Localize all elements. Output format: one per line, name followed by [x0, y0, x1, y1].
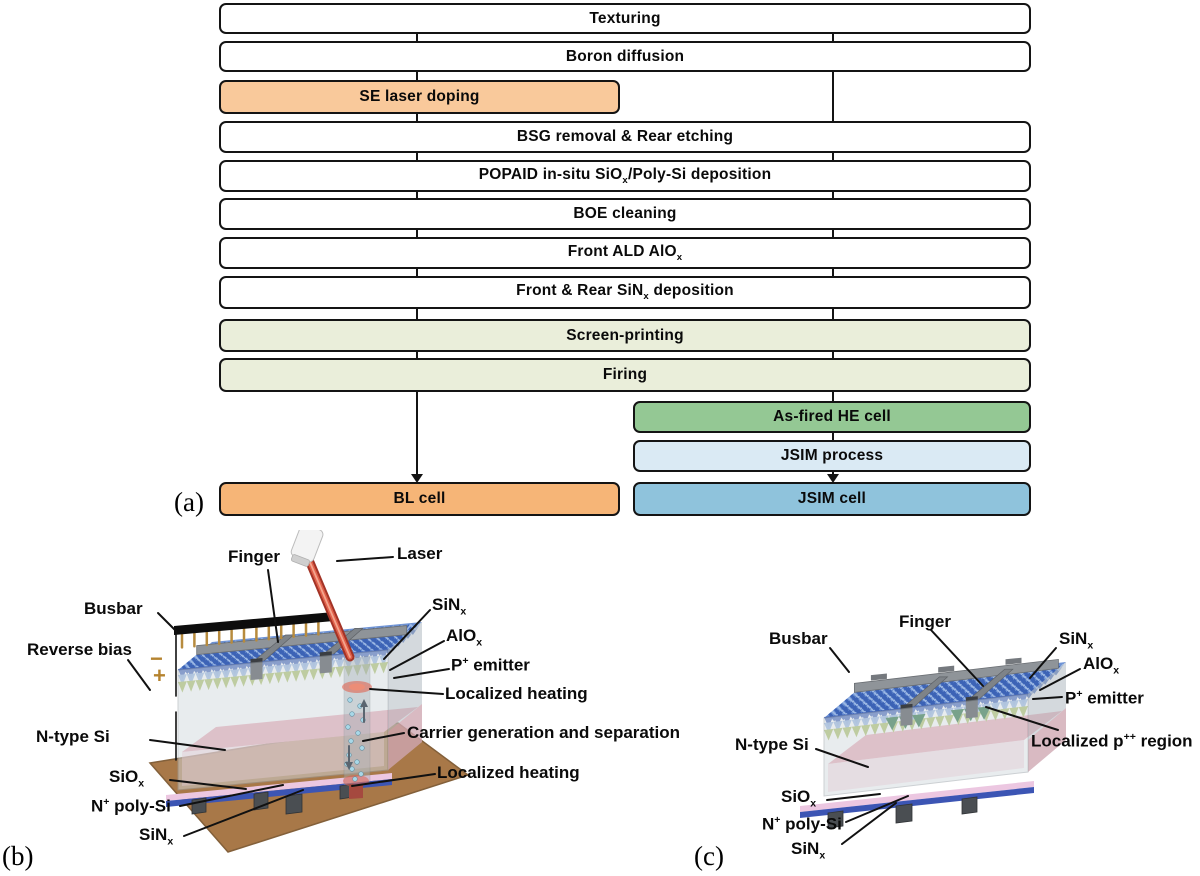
- label-p-emitter: P+ emitter: [451, 655, 530, 675]
- flow-box-label: Firing: [602, 366, 648, 383]
- label-localized-heating-bottom: Localized heating: [437, 763, 580, 782]
- flow-arrowhead: [827, 474, 839, 483]
- flow-box-label: POPAID in-situ SiOx/Poly-Si deposition: [478, 165, 772, 187]
- bias-plus-sign: +: [153, 663, 166, 688]
- label-siox: SiOx: [781, 787, 817, 810]
- laser-column: [342, 655, 372, 799]
- flow-box-popaid: POPAID in-situ SiOx/Poly-Si deposition: [219, 160, 1031, 192]
- label-sinx-top: SiNx: [1059, 629, 1094, 652]
- flow-box-label: Texturing: [589, 9, 661, 27]
- flow-connector: [416, 153, 418, 160]
- flow-connector: [832, 230, 834, 237]
- flow-box-label: Front & Rear SiNx deposition: [516, 282, 734, 303]
- label-alox: AlOx: [446, 626, 483, 649]
- label-n-type-si: N-type Si: [36, 727, 110, 746]
- flow-box-label: JSIM cell: [797, 490, 867, 507]
- label-carrier-generation: Carrier generation and separation: [407, 723, 681, 742]
- label-siox: SiOx: [109, 767, 145, 790]
- flow-box-label: SE laser doping: [359, 88, 480, 105]
- label-localized-heating-top: Localized heating: [445, 684, 588, 703]
- label-n-type-si: N-type Si: [735, 735, 809, 754]
- flow-box-label: Front ALD AlOx: [567, 242, 683, 264]
- leader-lines-c: [815, 629, 1081, 845]
- flow-connector-bypass: [832, 72, 834, 121]
- flow-connector: [416, 309, 418, 319]
- flow-arrowhead: [411, 474, 423, 483]
- label-reverse-bias: Reverse bias: [27, 640, 132, 659]
- label-busbar: Busbar: [769, 629, 828, 648]
- flow-box-label: BOE cleaning: [573, 205, 677, 222]
- flow-connector: [416, 114, 418, 121]
- label-sinx-top: SiNx: [432, 595, 467, 618]
- laser: [304, 555, 355, 662]
- label-n-poly-si: N+ poly-Si: [762, 814, 842, 834]
- flow-connector: [832, 309, 834, 319]
- flow-box-jsim-process: JSIM process: [633, 440, 1031, 472]
- flow-connector: [416, 269, 418, 276]
- flow-box-jsim-cell: JSIM cell: [633, 482, 1031, 516]
- flow-box-as-fired-he-cell: As-fired HE cell: [633, 401, 1031, 433]
- flow-box-label: JSIM process: [780, 447, 884, 464]
- label-sinx-bottom: SiNx: [791, 839, 826, 862]
- flow-box-bl-cell: BL cell: [219, 482, 620, 516]
- flow-connector: [832, 352, 834, 358]
- label-n-poly-si: N+ poly-Si: [91, 796, 171, 816]
- flow-box-screen-printing: Screen-printing: [219, 319, 1031, 352]
- label-finger: Finger: [228, 547, 280, 566]
- label-sinx-bottom: SiNx: [139, 825, 174, 848]
- label-laser: Laser: [397, 544, 443, 563]
- flow-connector: [832, 392, 834, 401]
- flow-connector: [416, 72, 418, 80]
- flow-box-bsg-removal: BSG removal & Rear etching: [219, 121, 1031, 153]
- panel-c-tag: (c): [694, 841, 724, 871]
- flow-connector: [416, 34, 418, 41]
- bias-minus-sign: −: [150, 646, 163, 671]
- flow-box-firing: Firing: [219, 358, 1031, 392]
- label-finger: Finger: [899, 612, 951, 631]
- flow-box-texturing: Texturing: [219, 3, 1031, 34]
- flow-box-front-rear-sinx: Front & Rear SiNx deposition: [219, 276, 1031, 309]
- panel-bc-illustration: [127, 530, 1081, 853]
- flow-connector-arrow: [416, 392, 418, 476]
- flow-box-label: Boron diffusion: [565, 47, 685, 65]
- flow-connector: [416, 230, 418, 237]
- flow-connector: [832, 153, 834, 160]
- laser-head: [290, 530, 324, 567]
- flow-box-label: Screen-printing: [566, 326, 684, 344]
- label-p-emitter: P+ emitter: [1065, 688, 1144, 708]
- label-alox: AlOx: [1083, 654, 1120, 677]
- flow-box-boron-diffusion: Boron diffusion: [219, 41, 1031, 72]
- flow-box-front-ald-alox: Front ALD AlOx: [219, 237, 1031, 269]
- flow-connector: [832, 269, 834, 276]
- panel-a-tag: (a): [174, 487, 204, 517]
- flow-connector: [832, 34, 834, 41]
- probe-bar: [174, 612, 334, 649]
- flow-connector: [416, 352, 418, 358]
- flow-box-label: As-fired HE cell: [773, 408, 891, 425]
- flow-connector: [416, 192, 418, 198]
- flow-box-se-laser-doping: SE laser doping: [219, 80, 620, 114]
- label-busbar: Busbar: [84, 599, 143, 618]
- leader-lines-b: [127, 556, 450, 837]
- flow-box-label: BL cell: [393, 490, 446, 507]
- flow-box-label: BSG removal & Rear etching: [516, 128, 734, 145]
- flow-connector: [832, 433, 834, 440]
- label-localized-p-region: Localized p++ region: [1031, 731, 1193, 751]
- panel-b-tag: (b): [2, 841, 34, 871]
- flow-box-boe-cleaning: BOE cleaning: [219, 198, 1031, 230]
- flow-connector: [832, 192, 834, 198]
